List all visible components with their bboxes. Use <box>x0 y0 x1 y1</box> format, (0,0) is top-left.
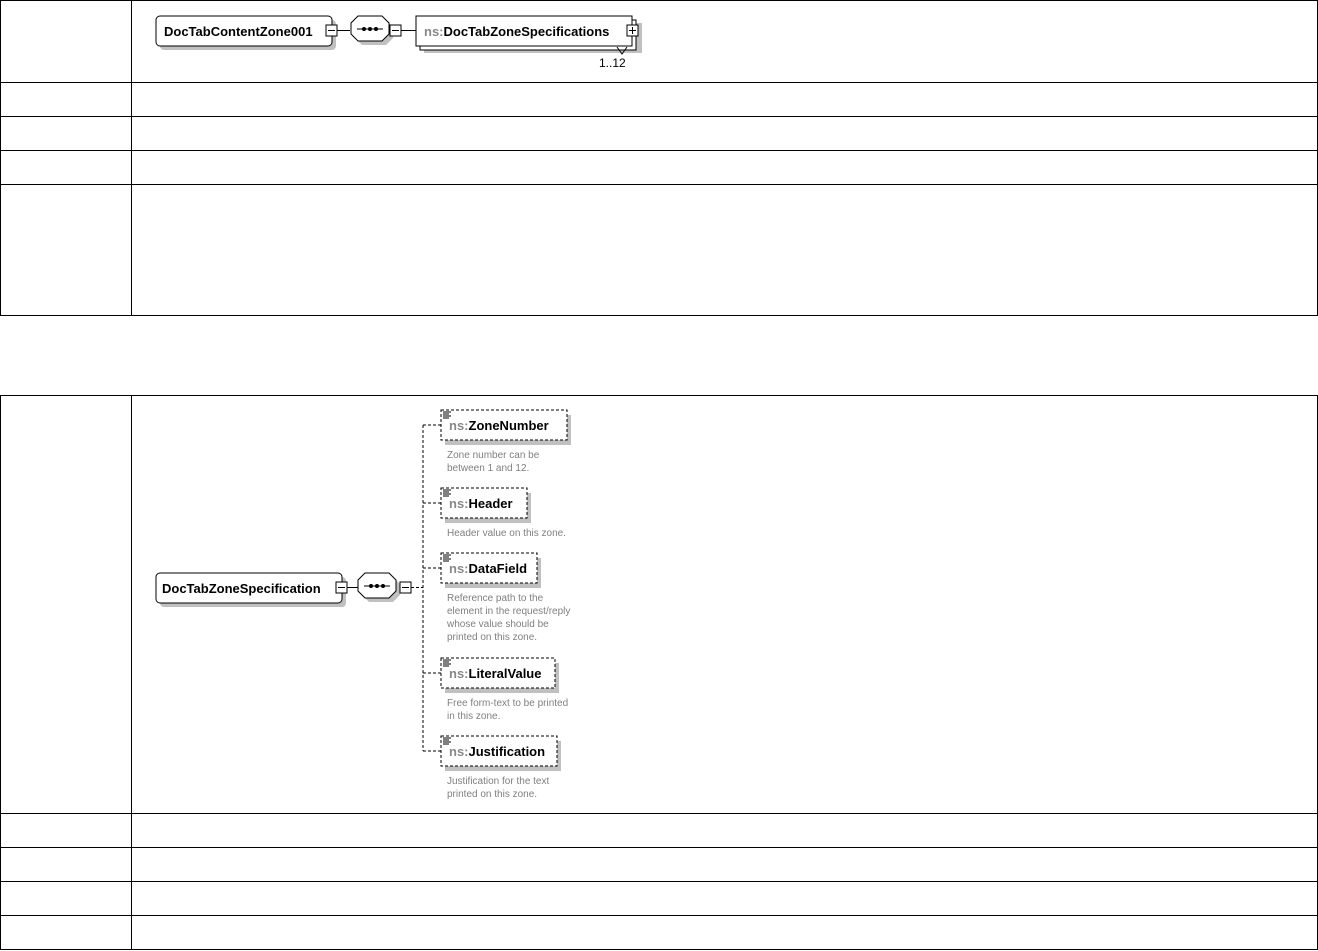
collapse-icon[interactable] <box>389 24 402 37</box>
value-cell <box>131 847 1318 882</box>
text-content-icon <box>443 737 451 745</box>
svg-text:ns:Justification: ns:Justification <box>449 744 545 759</box>
text-content-icon <box>443 554 451 562</box>
root-element-box[interactable]: DocTabContentZone001 <box>155 15 336 50</box>
label-cell <box>0 150 132 185</box>
svg-text:ns:DataField: ns:DataField <box>449 561 527 576</box>
label-cell <box>0 915 132 950</box>
child-element-header[interactable]: ns:Header <box>440 487 531 523</box>
label-cell <box>0 881 132 916</box>
text-content-icon <box>443 411 451 419</box>
value-cell <box>131 116 1318 151</box>
schema-diagram-2: DocTabZoneSpecification <box>155 409 573 800</box>
child-element-label: ns:DocTabZoneSpecifications <box>424 24 609 39</box>
root-element-box[interactable]: DocTabZoneSpecification <box>155 572 346 607</box>
schema-diagram-1: DocTabContentZone001 <box>155 15 642 70</box>
value-cell <box>131 881 1318 916</box>
occurrence-label: 1..12 <box>599 56 626 70</box>
schema-table-2: DocTabZoneSpecification <box>0 395 1318 950</box>
svg-text:ns:LiteralValue: ns:LiteralValue <box>449 666 541 681</box>
collapse-icon[interactable] <box>325 24 338 37</box>
svg-text:ns:Header: ns:Header <box>449 496 513 511</box>
occurrence-marker-icon <box>616 46 628 55</box>
value-cell <box>131 915 1318 950</box>
text-content-icon <box>443 489 451 497</box>
expand-icon[interactable] <box>626 24 639 37</box>
svg-text:ns:ZoneNumber: ns:ZoneNumber <box>449 418 549 433</box>
root-element-label: DocTabContentZone001 <box>164 24 313 39</box>
label-cell <box>0 184 132 316</box>
child-element-box[interactable]: ns:DocTabZoneSpecifications <box>415 15 642 53</box>
label-cell <box>0 847 132 882</box>
sequence-compositor-icon[interactable] <box>357 572 400 602</box>
annotation-justification: Justification for the text printed on th… <box>447 776 552 800</box>
text-content-icon <box>443 659 451 667</box>
diagram-cell: DocTabZoneSpecification <box>131 395 1318 814</box>
root-element-label: DocTabZoneSpecification <box>162 581 321 596</box>
collapse-icon[interactable] <box>335 581 348 594</box>
diagram-cell: DocTabContentZone001 <box>131 0 1318 83</box>
value-cell <box>131 184 1318 316</box>
value-cell <box>131 813 1318 848</box>
collapse-icon[interactable] <box>399 581 412 594</box>
annotation-zonenumber: Zone number can be between 1 and 12. <box>447 450 542 474</box>
child-element-zonenumber[interactable]: ns:ZoneNumber <box>440 409 571 445</box>
label-cell <box>0 82 132 117</box>
label-cell <box>0 0 132 83</box>
value-cell <box>131 82 1318 117</box>
child-element-datafield[interactable]: ns:DataField <box>440 552 541 588</box>
annotation-datafield: Reference path to the element in the req… <box>446 593 573 643</box>
annotation-header: Header value on this zone. <box>447 528 566 539</box>
annotation-literalvalue: Free form-text to be printed in this zon… <box>447 698 571 722</box>
child-element-justification[interactable]: ns:Justification <box>440 735 561 771</box>
schema-table-1: DocTabContentZone001 <box>0 0 1318 316</box>
connector-lines <box>411 424 441 752</box>
label-cell <box>0 116 132 151</box>
label-cell <box>0 813 132 848</box>
child-element-literalvalue[interactable]: ns:LiteralValue <box>440 657 559 693</box>
sequence-compositor-icon[interactable] <box>350 15 393 45</box>
label-cell <box>0 395 132 814</box>
value-cell <box>131 150 1318 185</box>
